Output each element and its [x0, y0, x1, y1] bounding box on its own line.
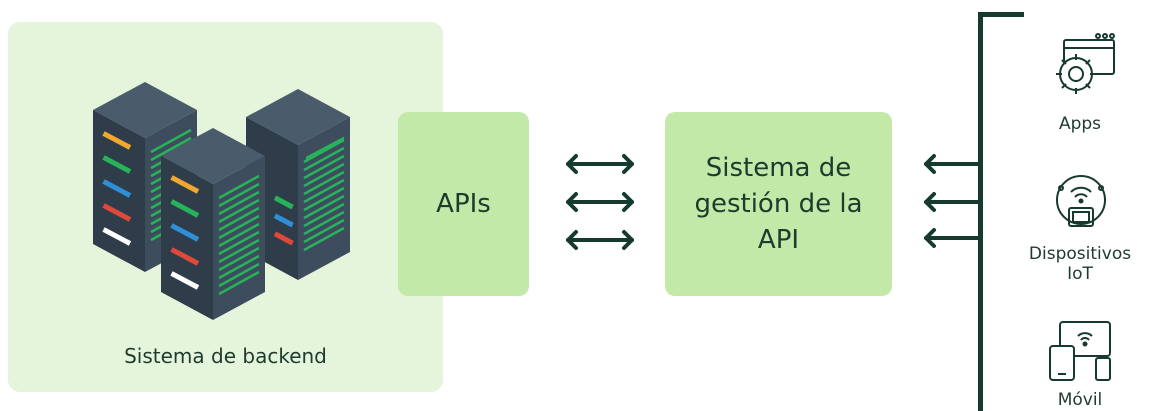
api-management-label: Sistema de gestión de la API [694, 153, 863, 255]
apis-box: APIs [398, 112, 529, 296]
apis-label: APIs [436, 189, 491, 219]
left-arrow-icon [924, 154, 982, 174]
bidirectional-arrows [566, 154, 634, 250]
double-arrow-icon [566, 230, 634, 250]
client-label-apps: Apps [1058, 114, 1102, 134]
mobile-devices-icon [1049, 321, 1111, 381]
api-management-box: Sistema de gestión de la API [665, 112, 892, 296]
backend-label: Sistema de backend [124, 344, 327, 368]
iot-device-icon [1056, 175, 1106, 227]
app-gear-icon [1056, 33, 1115, 94]
double-arrow-icon [566, 192, 634, 212]
client-bracket [978, 12, 983, 411]
left-arrow-icon [924, 192, 982, 212]
server-rack-front [161, 128, 265, 320]
client-label-mobile: Móvil [1057, 390, 1103, 410]
client-arrows [924, 154, 982, 248]
client-bracket-top [978, 12, 1024, 17]
server-rack-icon [93, 82, 350, 320]
left-arrow-icon [924, 228, 982, 248]
double-arrow-icon [566, 154, 634, 174]
client-label-iot: Dispositivos IoT [1028, 244, 1132, 284]
backend-panel: Sistema de backend [8, 22, 443, 392]
